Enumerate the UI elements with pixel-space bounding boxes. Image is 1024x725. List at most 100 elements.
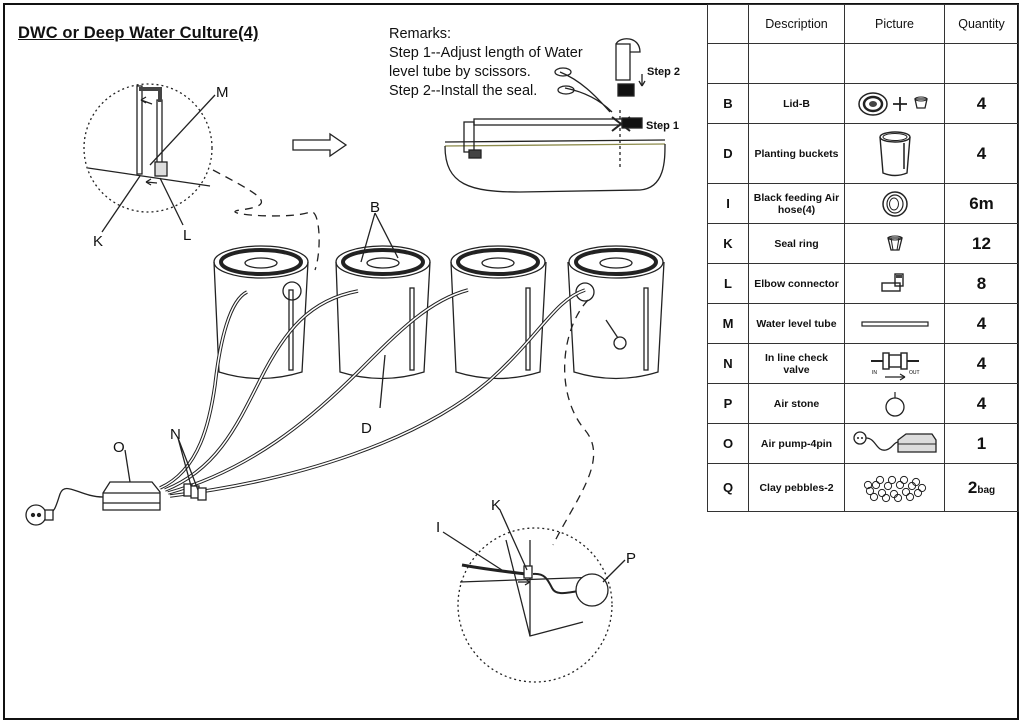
air-stone-icon [844, 383, 945, 424]
label-K: K [93, 233, 103, 250]
part-code: I [707, 183, 749, 224]
remarks-step1: Step 1--Adjust length of Water [389, 45, 583, 61]
part-description: Black feeding Air hose(4) [748, 183, 845, 224]
part-quantity: 4 [944, 343, 1019, 384]
part-quantity: 4 [944, 303, 1019, 344]
air-pump-icon [844, 423, 945, 464]
header-description: Description [748, 4, 845, 44]
part-quantity-value: 4 [976, 93, 987, 113]
bucket-3 [450, 245, 547, 380]
part-quantity-value: 4 [976, 143, 987, 163]
part-code: L [707, 263, 749, 304]
air-hoses-inner [159, 289, 586, 497]
part-code: O [707, 423, 749, 464]
label-P: P [626, 550, 636, 567]
part-quantity: 4 [944, 123, 1019, 184]
part-quantity-value: 4 [976, 313, 987, 333]
part-description: Planting buckets [748, 123, 845, 184]
label-M: M [216, 84, 229, 101]
part-quantity-value: 4 [976, 353, 987, 373]
part-description: Elbow connector [748, 263, 845, 304]
detail-leader-line [552, 299, 595, 546]
label-step1: Step 1 [646, 120, 679, 132]
label-I: I [436, 519, 440, 536]
clay-pebbles-icon [844, 463, 945, 512]
bucket-icon [844, 123, 945, 184]
part-description: In line check valve [748, 343, 845, 384]
part-quantity-value: 1 [976, 433, 987, 453]
part-quantity-value: 4 [976, 393, 987, 413]
part-quantity [944, 43, 1019, 84]
part-description: Air stone [748, 383, 845, 424]
label-O: O [113, 439, 125, 456]
check-valve-icon: IN OUT [844, 343, 945, 384]
hose-coil-icon [844, 183, 945, 224]
part-picture [844, 43, 945, 84]
part-quantity-unit: bag [977, 484, 996, 496]
part-quantity: 2bag [944, 463, 1019, 512]
remarks-block: Remarks: Step 1--Adjust length of Water … [389, 25, 583, 101]
part-quantity: 1 [944, 423, 1019, 464]
water-tube-icon [844, 303, 945, 344]
part-code: D [707, 123, 749, 184]
label-D: D [361, 420, 372, 437]
part-quantity-value: 2 [967, 477, 978, 497]
part-code [707, 43, 749, 84]
part-code: M [707, 303, 749, 344]
part-quantity-value: 12 [972, 233, 991, 253]
svg-text:IN: IN [872, 370, 877, 376]
seal-ring-icon [844, 223, 945, 264]
header-picture: Picture [844, 4, 945, 44]
elbow-connector-icon [844, 263, 945, 304]
direction-arrow [292, 132, 348, 158]
part-description: Lid-B [748, 83, 845, 124]
bucket-4 [567, 245, 665, 380]
check-valves [183, 483, 207, 501]
detail-circle-air-stone [457, 527, 613, 683]
label-step2: Step 2 [647, 66, 680, 78]
bucket-1 [213, 245, 309, 380]
part-description: Seal ring [748, 223, 845, 264]
remarks-heading: Remarks: [389, 26, 452, 42]
label-leaders [101, 94, 626, 583]
air-hoses [159, 288, 586, 498]
remarks-step2: Step 2--Install the seal. [389, 83, 538, 99]
step-detail-drawing [444, 38, 666, 193]
bucket-2 [335, 245, 431, 380]
label-L: L [183, 227, 191, 244]
detail-circle-water-level [83, 83, 320, 271]
part-description [748, 43, 845, 84]
part-description: Water level tube [748, 303, 845, 344]
header-code [707, 4, 749, 44]
remarks-step1-cont: level tube by scissors. [389, 64, 531, 80]
header-quantity: Quantity [944, 4, 1019, 44]
page-title: DWC or Deep Water Culture(4) [18, 24, 259, 42]
label-N: N [170, 426, 181, 443]
part-quantity: 12 [944, 223, 1019, 264]
svg-text:OUT: OUT [909, 370, 920, 376]
part-quantity: 6m [944, 183, 1019, 224]
part-code: K [707, 223, 749, 264]
part-description: Clay pebbles-2 [748, 463, 845, 512]
part-description: Air pump-4pin [748, 423, 845, 464]
part-quantity-value: 6m [969, 193, 994, 213]
label-K-bottom: K [491, 497, 501, 514]
part-quantity: 4 [944, 383, 1019, 424]
parts-table-row [707, 43, 1019, 84]
part-quantity-value: 8 [976, 273, 987, 293]
part-code: N [707, 343, 749, 384]
part-code: B [707, 83, 749, 124]
lid-icon [844, 83, 945, 124]
parts-table-header: Description Picture Quantity [707, 4, 1019, 44]
